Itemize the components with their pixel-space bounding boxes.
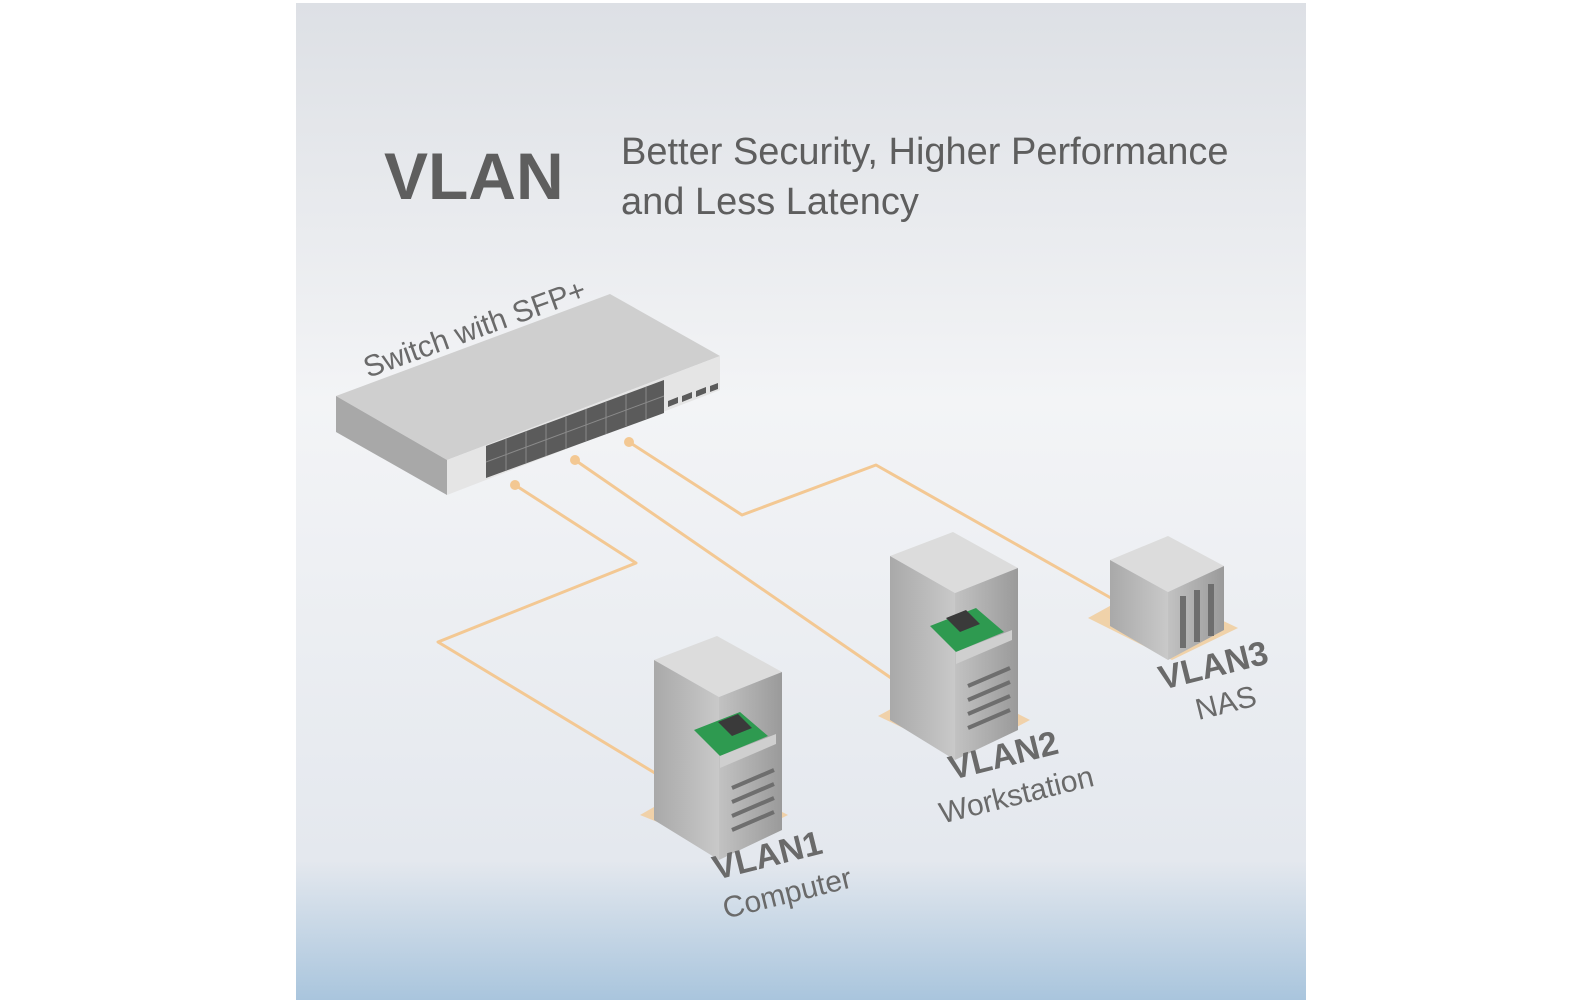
subtitle-line-2: and Less Latency (621, 181, 919, 223)
cable-vlan2 (574, 458, 924, 702)
tower2-drive-bays (967, 666, 1011, 730)
cable-vlan1 (436, 483, 689, 795)
tower2-nic-heatsink (946, 610, 980, 632)
port-dot-vlan3 (624, 437, 634, 447)
tower1-nic-bracket (720, 734, 776, 768)
switch-left-side (336, 396, 447, 495)
vlan1-computer-tower (654, 636, 782, 860)
cable-vlan3 (628, 440, 1119, 604)
vlan3-nas (1110, 536, 1224, 660)
subtitle-line-1: Better Security, Higher Performance (621, 131, 1229, 173)
switch-top (336, 294, 720, 460)
nas-drive-slots (1180, 584, 1214, 648)
tower1-right-face (719, 672, 782, 860)
background-panel (296, 3, 1306, 1000)
port-dot-vlan2 (570, 455, 580, 465)
cable-port-dots (510, 437, 634, 490)
tower1-nic-heatsink (718, 714, 752, 736)
vlan2-workstation-tower (890, 532, 1018, 760)
switch-port-grid (485, 387, 665, 471)
tower2-left-face (890, 556, 955, 760)
nas-left-face (1110, 560, 1168, 660)
tower1-top (654, 636, 782, 697)
tower2-right-face (955, 568, 1018, 760)
tower1-drive-bays (731, 768, 775, 832)
port-dot-vlan1 (510, 480, 520, 490)
network-cables (436, 440, 1119, 795)
tower2-nic-bracket (956, 630, 1012, 664)
tower2-top (890, 532, 1018, 593)
tower1-left-face (654, 660, 719, 860)
nas-top (1110, 536, 1224, 592)
sfp-ports (668, 383, 718, 407)
diagram-title: VLAN (384, 139, 564, 213)
